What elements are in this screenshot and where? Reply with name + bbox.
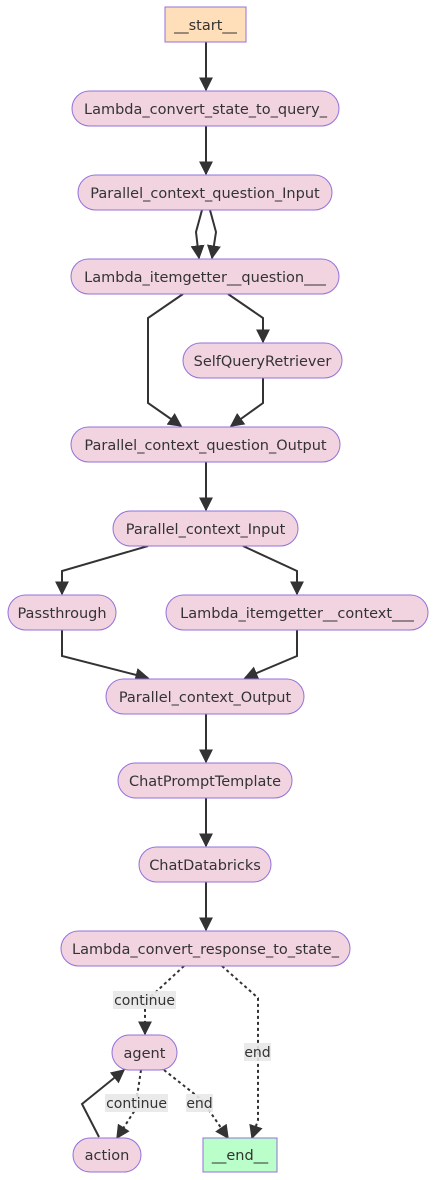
node-parallel-context-question-output[interactable]: Parallel_context_question_Output	[70, 426, 341, 463]
svg-text:Lambda_itemgetter__context___: Lambda_itemgetter__context___	[180, 606, 414, 622]
node-lambda-convert-state-to-query[interactable]: Lambda_convert_state_to_query_	[71, 90, 340, 127]
svg-text:__end__: __end__	[211, 1148, 269, 1164]
edge-labels: continue end continue end	[105, 991, 271, 1112]
edge-ig-context-pc-output	[243, 630, 298, 680]
svg-text:SelfQueryRetriever: SelfQueryRetriever	[194, 354, 332, 370]
nodes: __start__ Lambda_convert_state_to_query_…	[7, 6, 429, 1173]
edge-passthrough-pc-output	[61, 630, 150, 682]
edge-convert-response-agent	[138, 965, 185, 1036]
svg-text:Parallel_context_question_Outp: Parallel_context_question_Output	[84, 438, 327, 454]
node-lambda-itemgetter-context[interactable]: Lambda_itemgetter__context___	[165, 594, 429, 631]
svg-text:Parallel_context_Input: Parallel_context_Input	[126, 522, 286, 538]
svg-text:end: end	[244, 1045, 270, 1061]
edge-label-continue-1: continue	[113, 991, 176, 1009]
svg-text:agent: agent	[124, 1046, 166, 1062]
svg-text:Parallel_context_question_Inpu: Parallel_context_question_Input	[90, 186, 320, 202]
node-agent[interactable]: agent	[111, 1034, 178, 1071]
edges	[55, 42, 304, 1140]
node-lambda-itemgetter-question[interactable]: Lambda_itemgetter__question___	[70, 258, 340, 295]
edge-pci-ig-question-2	[206, 209, 221, 260]
svg-text:ChatDatabricks: ChatDatabricks	[149, 858, 261, 874]
node-chat-prompt-template[interactable]: ChatPromptTemplate	[117, 762, 293, 799]
svg-text:action: action	[85, 1148, 130, 1164]
edge-ig-question-sqr	[227, 293, 270, 344]
svg-text:Passthrough: Passthrough	[17, 606, 106, 622]
svg-text:Lambda_itemgetter__question___: Lambda_itemgetter__question___	[84, 270, 326, 286]
svg-text:Lambda_convert_response_to_sta: Lambda_convert_response_to_state_	[72, 942, 340, 958]
edge-pci-ig-question-1	[190, 209, 205, 260]
edge-action-agent	[80, 1069, 126, 1138]
node-start[interactable]: __start__	[164, 6, 247, 43]
edge-pc-input-passthrough	[55, 545, 149, 596]
svg-text:ChatPromptTemplate: ChatPromptTemplate	[129, 774, 281, 790]
edge-label-end-1: end	[244, 1043, 271, 1061]
node-end[interactable]: __end__	[202, 1137, 278, 1173]
edge-pc-input-ig-context	[242, 545, 304, 596]
edge-ig-question-pco	[147, 293, 184, 427]
edge-label-end-2: end	[186, 1094, 213, 1112]
svg-text:__start__: __start__	[173, 18, 238, 34]
node-passthrough[interactable]: Passthrough	[7, 594, 117, 631]
edge-sqr-pco	[229, 378, 264, 427]
node-chat-databricks[interactable]: ChatDatabricks	[138, 846, 272, 883]
node-parallel-context-input[interactable]: Parallel_context_Input	[112, 510, 299, 547]
edge-agent-action	[116, 1069, 142, 1140]
svg-text:Parallel_context_Output: Parallel_context_Output	[119, 690, 292, 706]
svg-text:continue: continue	[106, 1096, 167, 1112]
node-lambda-convert-response-to-state[interactable]: Lambda_convert_response_to_state_	[60, 930, 351, 967]
node-parallel-context-output[interactable]: Parallel_context_Output	[105, 678, 305, 715]
edge-label-continue-2: continue	[105, 1094, 168, 1112]
svg-text:continue: continue	[114, 993, 175, 1009]
node-parallel-context-question-input[interactable]: Parallel_context_question_Input	[77, 174, 333, 211]
svg-text:Lambda_convert_state_to_query_: Lambda_convert_state_to_query_	[84, 102, 328, 118]
node-self-query-retriever[interactable]: SelfQueryRetriever	[182, 342, 343, 379]
svg-text:end: end	[186, 1096, 212, 1112]
node-action[interactable]: action	[72, 1137, 142, 1173]
